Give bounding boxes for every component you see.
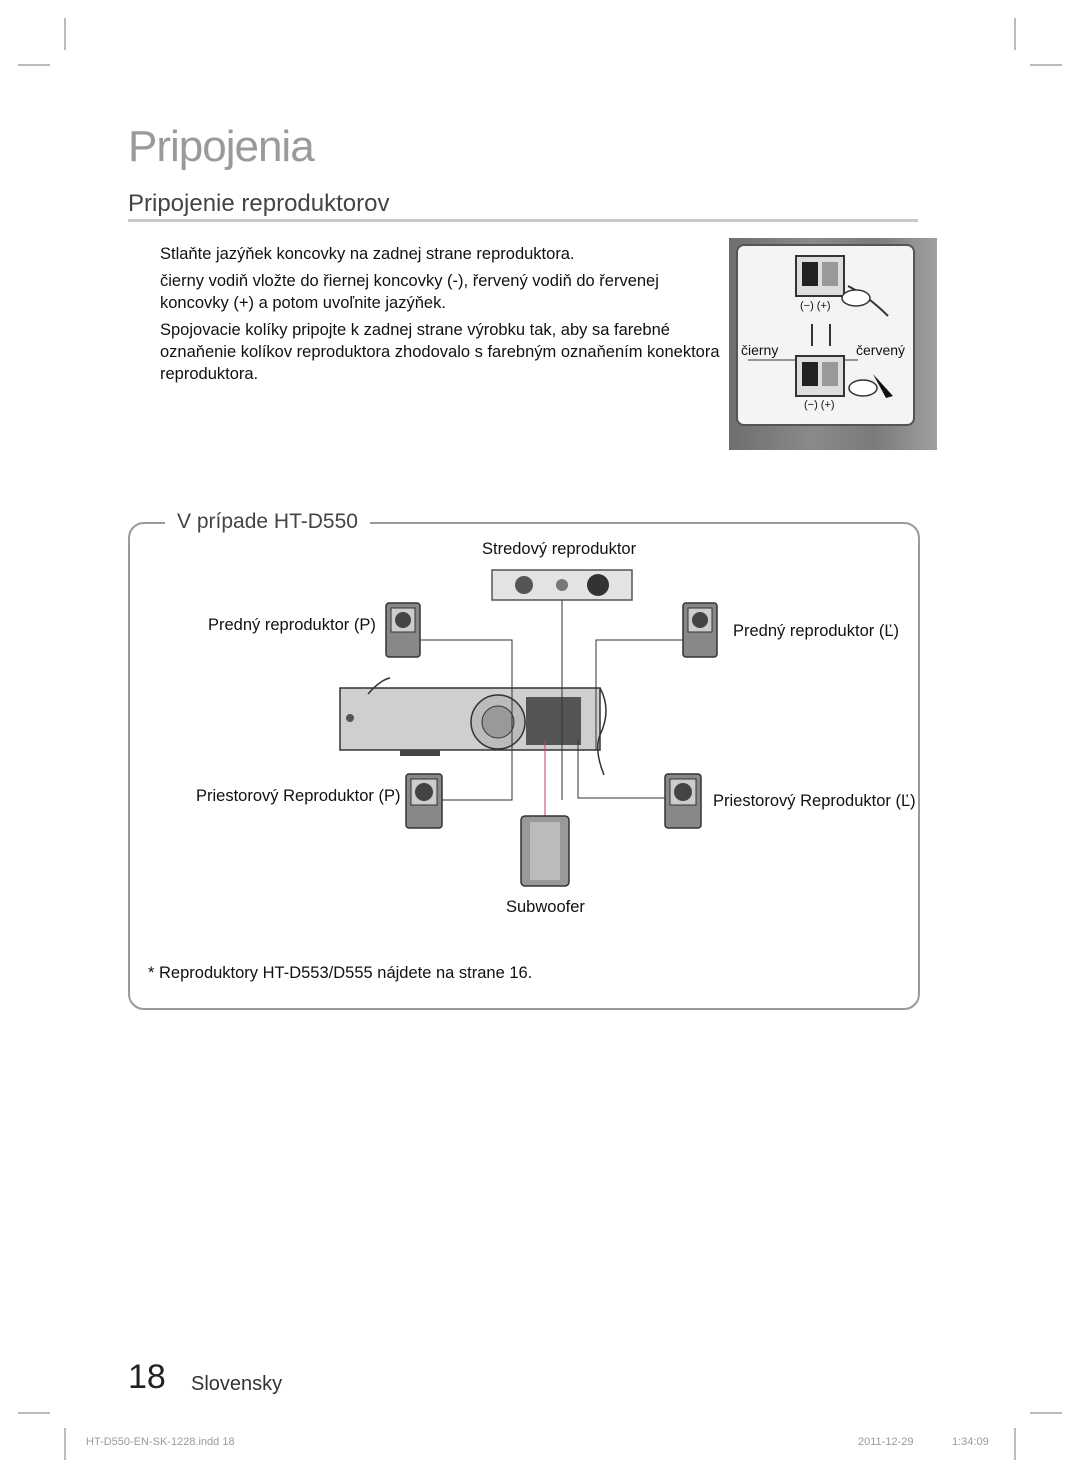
center-speaker-label: Stredový reproduktor [482,540,637,558]
black-wire-label: čierny [741,342,779,358]
crop-mark [1014,1428,1016,1460]
diagram-footnote: * Reproduktory HT-D553/D555 nájdete na s… [148,964,533,982]
step-text: Stlaňte jazýňek koncovky na zadnej stran… [160,245,575,263]
crop-mark [1030,64,1062,66]
subwoofer-label: Subwoofer [506,898,585,916]
red-wire-label: červený [856,342,906,358]
step-text: Spojovacie kolíky pripojte k zadnej stra… [160,321,720,383]
terminal-drawing [748,255,893,398]
connection-diagram-box [128,522,920,1010]
main-unit [339,677,607,776]
surround-right-speaker-label: Priestorový Reproduktor (Ľ) [713,792,916,810]
front-right-speaker-label: Predný reproduktor (Ľ) [733,622,899,640]
page-title: Pripojenia [128,122,315,171]
subwoofer-speaker [520,815,570,887]
crop-mark [1014,18,1016,50]
front-left-speaker [385,602,421,658]
crop-mark [18,1412,50,1414]
speaker-wires [420,600,683,818]
surround-left-speaker-label: Priestorový Reproduktor (P) [196,787,401,805]
footer-file-name: HT-D550-EN-SK-1228.indd 18 [86,1436,235,1448]
instruction-step: Stlaňte jazýňek koncovky na zadnej stran… [128,243,728,265]
diagram-title: V prípade HT-D550 [165,510,370,534]
crop-mark [64,1428,66,1460]
polarity-label-bottom: (−) (+) [804,399,835,411]
crop-mark [1030,1412,1062,1414]
page-number: 18 [128,1358,166,1396]
terminal-photo: (−) (+) čierny červený (−) (+) [729,238,937,450]
section-subtitle: Pripojenie reproduktorov [128,190,390,217]
instruction-step: čierny vodiň vložte do řiernej koncovky … [128,270,728,314]
surround-left-speaker [405,773,443,829]
footer-time: 1:34:09 [952,1436,989,1448]
footer-date: 2011-12-29 [858,1436,914,1448]
crop-mark [18,64,50,66]
page-language: Slovensky [191,1373,283,1395]
front-left-speaker-label: Predný reproduktor (P) [208,616,376,634]
instruction-step: Spojovacie kolíky pripojte k zadnej stra… [128,319,728,385]
step-text: čierny vodiň vložte do řiernej koncovky … [160,272,659,312]
terminal-illustration: (−) (+) čierny červený (−) (+) [736,244,915,426]
instruction-list: Stlaňte jazýňek koncovky na zadnej stran… [128,243,728,390]
front-right-speaker [682,602,718,658]
surround-right-speaker [664,773,702,829]
subtitle-rule [128,219,918,222]
crop-mark [64,18,66,50]
center-speaker [491,569,633,601]
polarity-label-top: (−) (+) [800,300,831,312]
